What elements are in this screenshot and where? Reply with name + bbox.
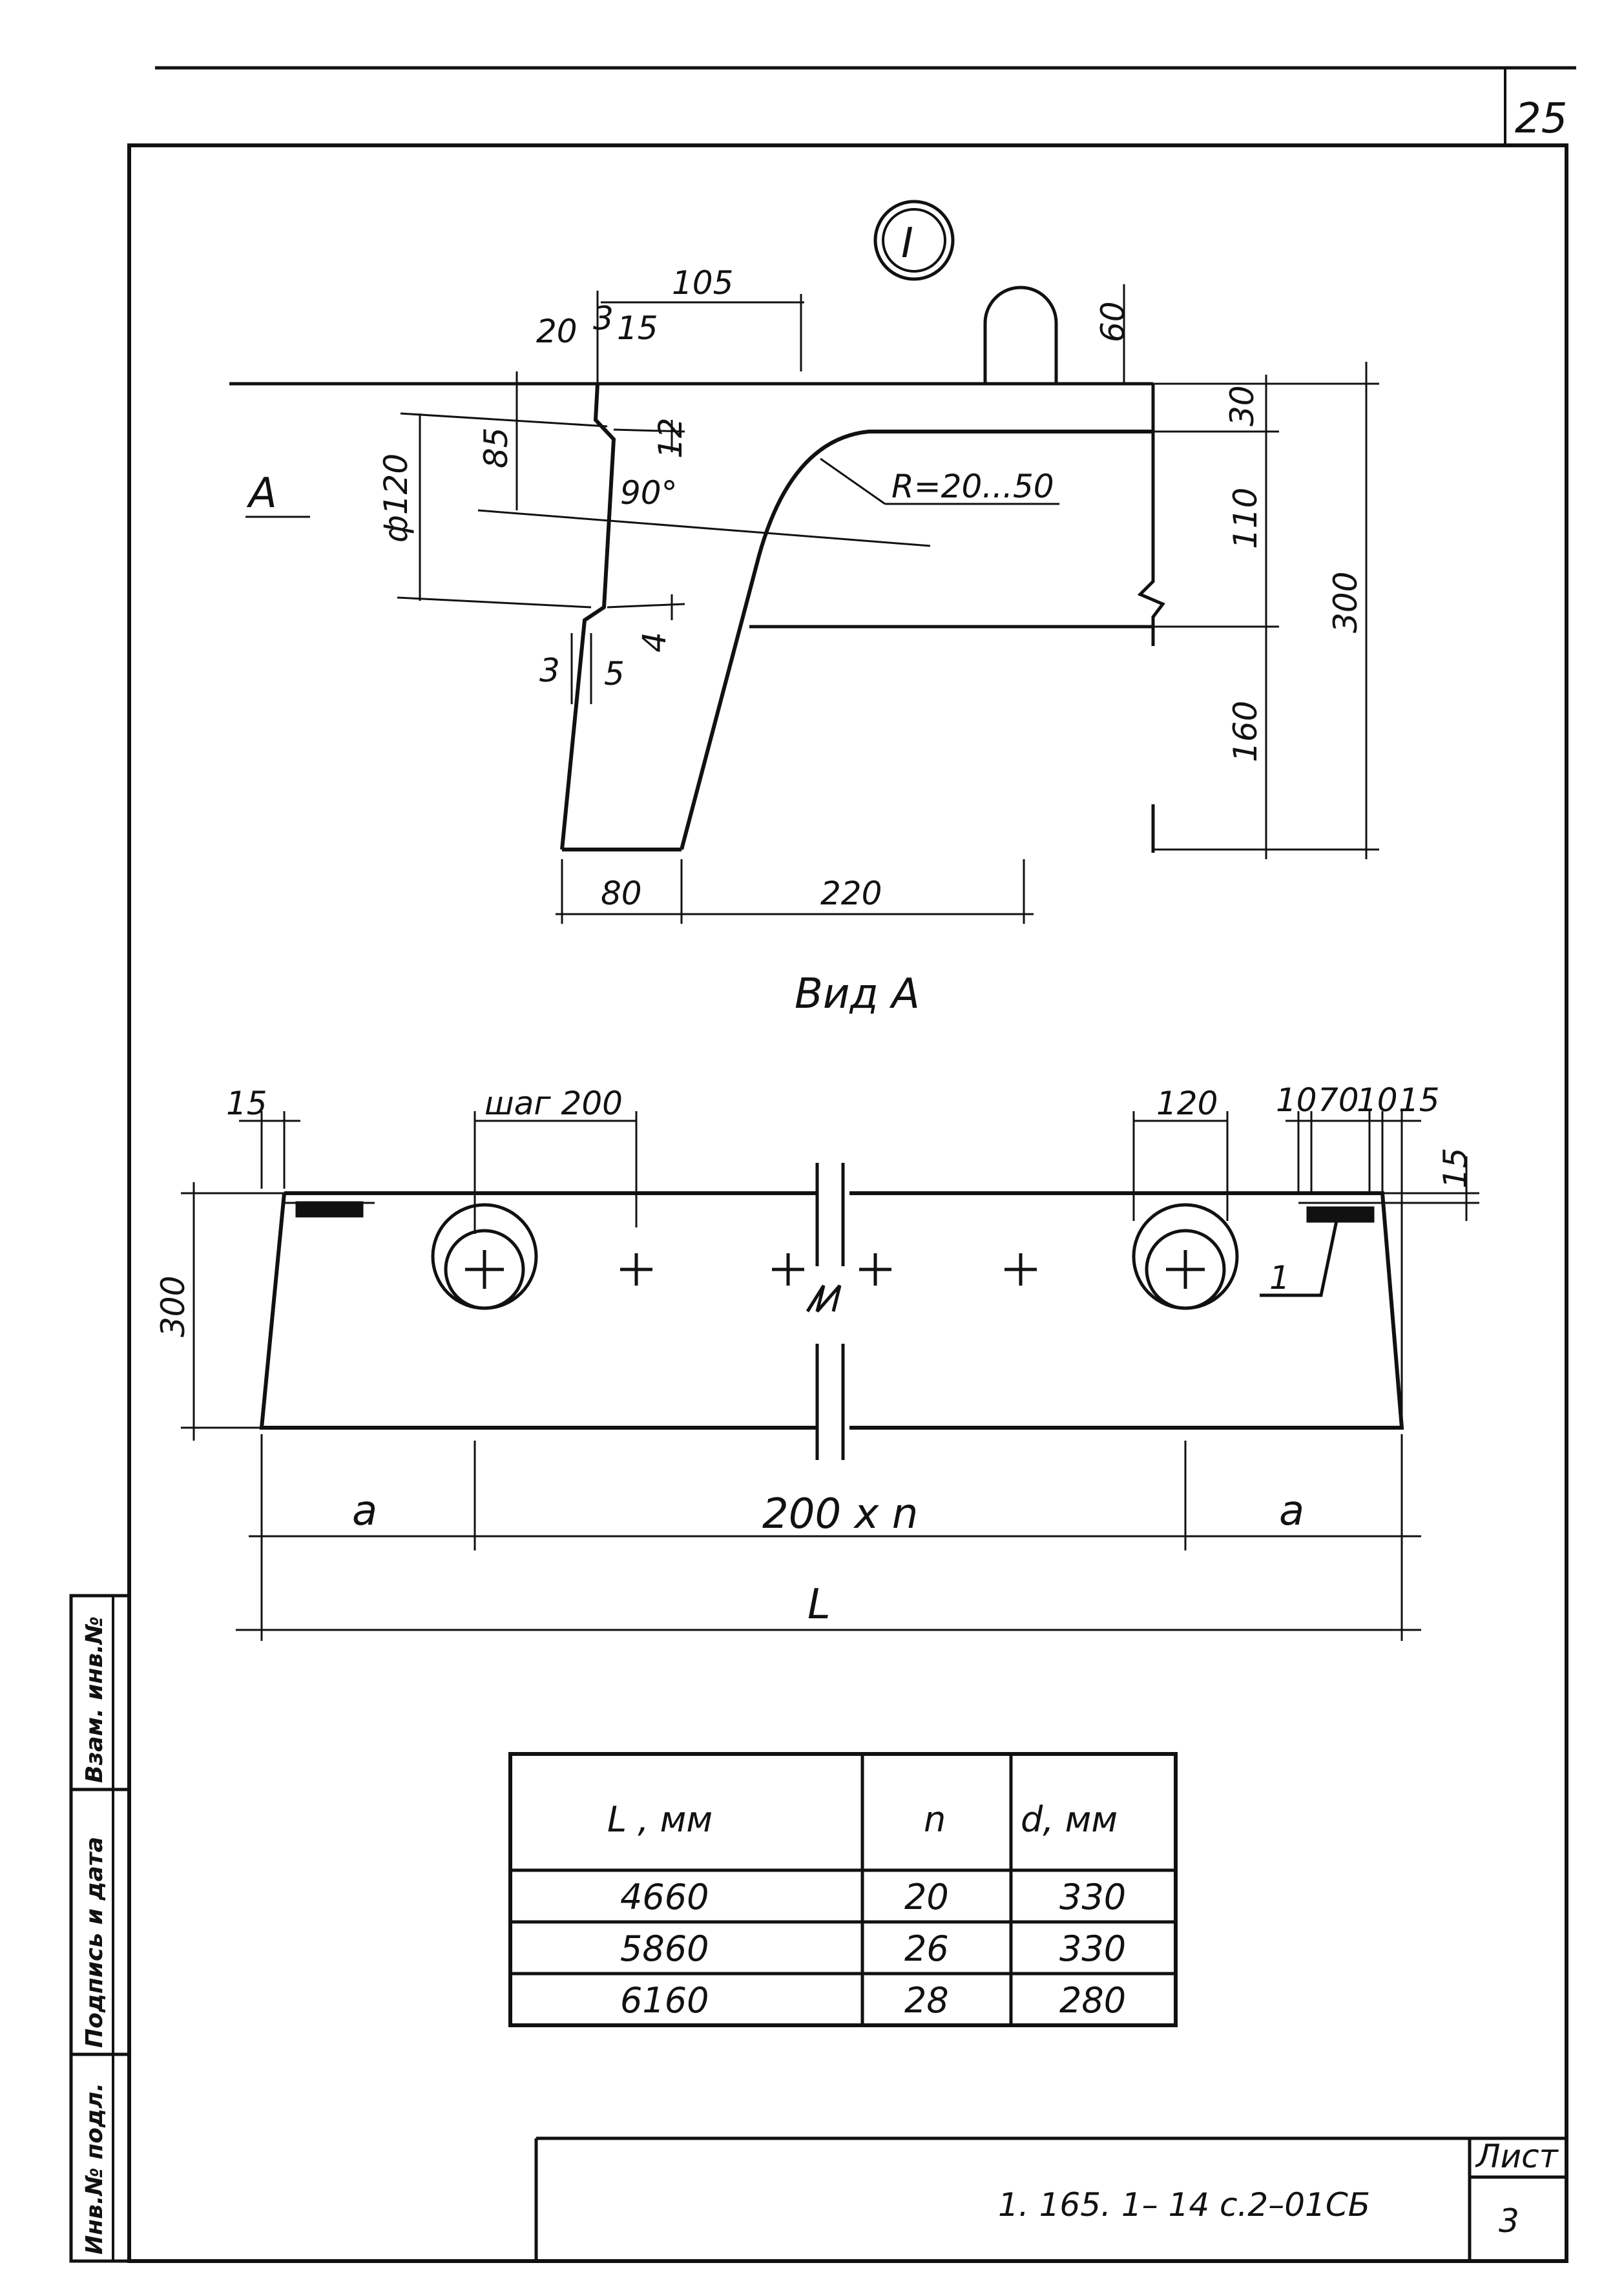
margin-replace-label: Взам. инв.№	[81, 1616, 108, 1783]
sheet-number: 3	[1499, 2202, 1519, 2240]
margin-signature-label: Подпись и дата	[81, 1837, 108, 2048]
table-cell: 20	[904, 1877, 949, 1917]
dim-12: 12	[652, 417, 689, 459]
view-dim-10a: 10	[1276, 1081, 1317, 1119]
dim-220: 220	[820, 875, 882, 912]
dim-angle: 90°	[620, 474, 678, 512]
dim-85: 85	[477, 427, 515, 468]
table-header-d: d, мм	[1021, 1799, 1118, 1840]
view-dim-120: 120	[1156, 1085, 1218, 1122]
table-cell: 28	[904, 1980, 949, 2021]
table-cell: 26	[904, 1928, 949, 1969]
view-dim-total: L	[807, 1581, 831, 1629]
view-arrow-label: A	[246, 470, 277, 517]
dim-5: 5	[604, 655, 625, 693]
table-cell: 5860	[620, 1928, 709, 1969]
dim-80: 80	[601, 875, 642, 912]
callout-1: 1	[1269, 1259, 1290, 1297]
table-cell: 4660	[620, 1877, 709, 1917]
view-dim-15-vertical: 15	[1437, 1147, 1474, 1189]
drawing-code: 1. 165. 1– 14 с.2–01СБ	[998, 2186, 1370, 2224]
dim-15: 15	[617, 309, 658, 347]
table-header-l: L , мм	[607, 1799, 713, 1840]
dim-4: 4	[636, 632, 673, 652]
view-title: Вид А	[795, 970, 920, 1018]
page-number: 25	[1515, 95, 1567, 143]
table-cell: 330	[1059, 1877, 1126, 1917]
table-cell: 280	[1059, 1980, 1126, 2021]
view-dim-a-left: a	[352, 1487, 377, 1535]
view-dim-15-right: 15	[1399, 1081, 1440, 1119]
dim-105: 105	[672, 264, 733, 302]
table-header-n: n	[924, 1799, 946, 1840]
table-cell: 6160	[620, 1980, 709, 2021]
dim-3: 3	[593, 300, 614, 337]
view-dim-10b: 10	[1357, 1081, 1398, 1119]
view-dim-200n: 200 x n	[762, 1490, 918, 1538]
table-cell: 330	[1059, 1928, 1126, 1969]
dim-30: 30	[1223, 385, 1261, 426]
dim-160: 160	[1227, 701, 1264, 762]
sheet-label: Лист	[1475, 2138, 1559, 2175]
dim-3b: 3	[539, 652, 560, 689]
section-marker: I	[873, 200, 955, 281]
view-dim-300: 300	[154, 1276, 192, 1337]
view-dim-step: шаг 200	[484, 1085, 623, 1122]
dim-300: 300	[1327, 572, 1364, 633]
dim-20: 20	[536, 313, 578, 350]
view-a	[181, 1111, 1479, 1641]
section-view	[229, 284, 1379, 924]
section-marker-label: I	[901, 220, 913, 267]
view-dim-15-left: 15	[226, 1085, 267, 1122]
dim-60: 60	[1094, 301, 1132, 342]
view-dim-70: 70	[1318, 1081, 1359, 1119]
dim-110: 110	[1227, 488, 1264, 549]
dimension-table	[508, 1752, 1178, 2027]
margin-inv-label: Инв.№ подл.	[81, 2083, 108, 2255]
dim-phi120: ф120	[377, 454, 415, 543]
dim-radius: R=20...50	[891, 468, 1054, 505]
view-dim-a-right: a	[1279, 1487, 1304, 1535]
